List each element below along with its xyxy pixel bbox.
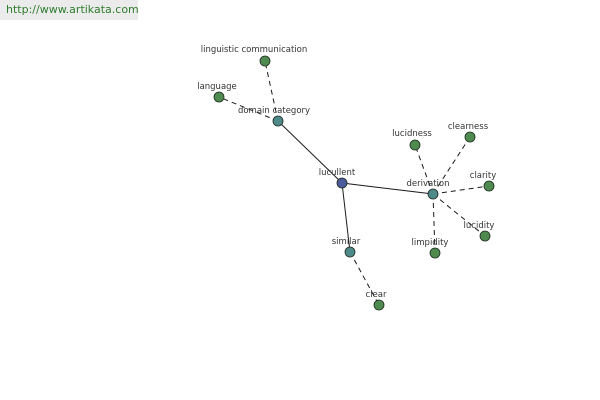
node-label-clarity[interactable]: clarity	[470, 171, 496, 181]
node-label-domain-category[interactable]: domain category	[238, 106, 310, 116]
node-label-lucidness[interactable]: lucidness	[392, 129, 432, 139]
node-marker-derivation[interactable]	[427, 188, 439, 200]
edge-derivation-to-limpidity	[432, 193, 436, 254]
node-marker-limpidity[interactable]	[429, 247, 441, 259]
node-label-derivation[interactable]: derivation	[406, 179, 449, 189]
node-label-clear[interactable]: clear	[366, 290, 387, 300]
node-clear[interactable]: clear	[366, 290, 387, 311]
node-marker-lucidity[interactable]	[479, 230, 491, 242]
node-linguistic-communication[interactable]: linguistic communication	[201, 45, 308, 67]
edge-similar-to-clear	[349, 251, 380, 306]
node-limpidity[interactable]: limpidity	[412, 238, 449, 259]
edge-derivation-to-lucidity	[432, 193, 486, 237]
edge-domain-category-to-language	[218, 96, 279, 122]
node-marker-language[interactable]	[213, 91, 225, 103]
edge-luculent-to-domain-category	[277, 120, 343, 184]
node-derivation[interactable]: derivation	[406, 179, 450, 200]
nodes-layer: lucullent domain category derivation simila…	[197, 45, 496, 311]
edges-layer	[218, 60, 490, 306]
edge-derivation-to-clarity	[432, 185, 490, 195]
node-lucidity[interactable]: lucidity	[464, 221, 495, 242]
node-label-language[interactable]: language	[197, 82, 237, 92]
node-marker-luculent[interactable]	[336, 177, 348, 189]
node-label-lucidity[interactable]: lucidity	[464, 221, 495, 231]
edge-derivation-to-clearness	[432, 136, 471, 195]
node-label-luculent[interactable]: lucullent	[319, 168, 356, 178]
node-marker-linguistic-communication[interactable]	[259, 55, 271, 67]
edge-luculent-to-derivation	[341, 182, 434, 195]
node-language[interactable]: language	[197, 82, 237, 103]
node-label-linguistic-communication[interactable]: linguistic communication	[201, 45, 308, 55]
node-marker-clear[interactable]	[373, 299, 385, 311]
node-similar[interactable]: similar	[332, 237, 361, 258]
node-label-clearness[interactable]: clearness	[448, 122, 489, 132]
node-marker-similar[interactable]	[344, 246, 356, 258]
node-luculent[interactable]: lucullent	[319, 168, 356, 189]
node-label-limpidity[interactable]: limpidity	[412, 238, 449, 248]
node-domain-category[interactable]: domain category	[238, 106, 310, 127]
edge-luculent-to-similar	[341, 182, 351, 253]
site-url-banner[interactable]: http://www.artikata.com	[0, 0, 138, 20]
node-clearness[interactable]: clearness	[448, 122, 489, 143]
node-lucidness[interactable]: lucidness	[392, 129, 432, 151]
node-clarity[interactable]: clarity	[470, 171, 496, 192]
node-label-similar[interactable]: similar	[332, 237, 361, 247]
node-marker-clarity[interactable]	[483, 180, 495, 192]
edge-domain-category-to-linguistic-communication	[264, 60, 279, 122]
node-marker-lucidness[interactable]	[409, 139, 421, 151]
node-marker-clearness[interactable]	[464, 131, 476, 143]
node-marker-domain-category[interactable]	[272, 115, 284, 127]
